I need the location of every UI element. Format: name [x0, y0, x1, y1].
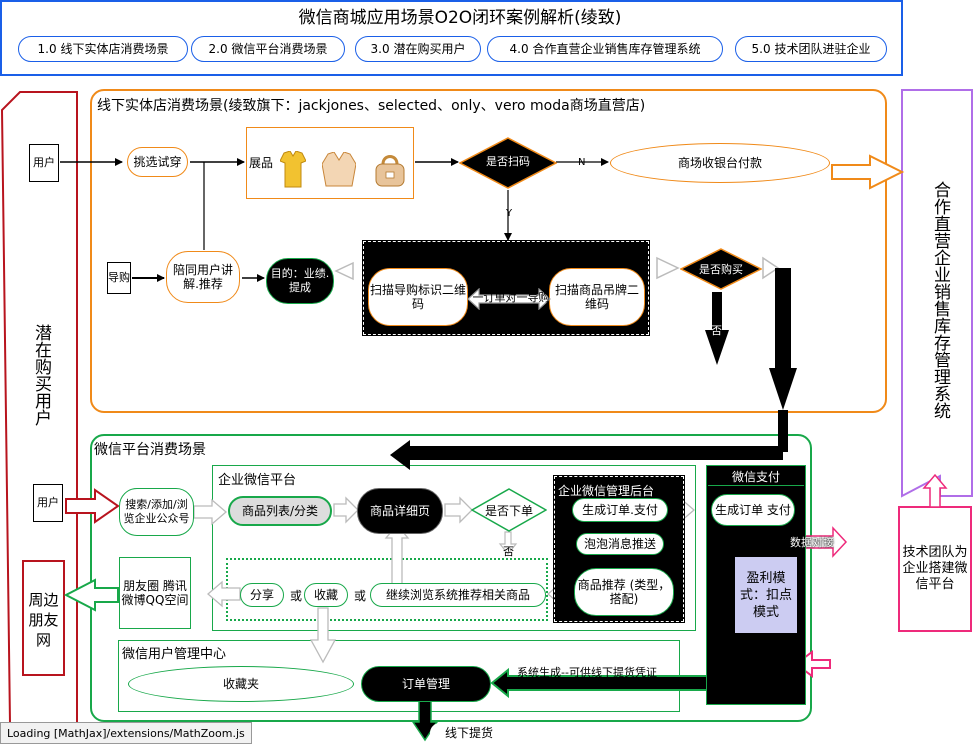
cashier-to-system-arrow [831, 154, 905, 190]
enterprise-platform-panel [212, 465, 696, 631]
tech-team-box [898, 506, 972, 632]
product-list-node[interactable]: 商品列表/分类 [228, 496, 332, 526]
no-label-n: N [578, 157, 586, 168]
tech-team-label: 技术团队为企业搭建微信平台 [902, 545, 968, 592]
scan-guide-node[interactable]: 扫描导购标识二维码 [368, 268, 468, 326]
header-tab-2[interactable]: 2.0 微信平台消费场景 [191, 36, 345, 62]
pickup-node[interactable]: 线下提货 [430, 723, 508, 743]
wechat-user-box[interactable]: 用户 [33, 484, 63, 522]
goal-node: 目的：业绩.提成 [266, 258, 334, 304]
page-title: 微信商城应用场景O2O闭环案例解析(绫致) [298, 8, 622, 28]
buy-no-label: 否 [711, 324, 722, 337]
user-to-search-arrow [65, 488, 120, 524]
favorite-node[interactable]: 收藏 [304, 583, 348, 607]
gen-order-node[interactable]: 生成订单.支付 [572, 498, 668, 522]
browse-node[interactable]: 挑选试穿 [127, 147, 188, 177]
header-tab-5[interactable]: 5.0 技术团队进驻企业 [735, 36, 887, 62]
bag-icon [373, 152, 407, 188]
or-label-2: 或 [354, 589, 367, 603]
offline-user-box[interactable]: 用户 [29, 144, 59, 182]
user-center-title: 微信用户管理中心 [122, 647, 227, 662]
wechat-scene-title: 微信平台消费场景 [94, 442, 206, 458]
offline-scene-panel [90, 89, 887, 413]
product-detail-node[interactable]: 商品详细页 [357, 488, 443, 534]
backend-title: 企业微信管理后台 [558, 484, 655, 498]
display-label: 展品 [249, 156, 274, 170]
scan-tag-node[interactable]: 扫描商品吊牌二维码 [549, 268, 645, 326]
social-node[interactable]: 朋友圈 腾讯微博QQ空间 [119, 557, 191, 629]
or-label-1: 或 [290, 589, 303, 603]
offline-scene-title: 线下实体店消费场景(绫致旗下：jackjones、selected、only、v… [97, 98, 646, 114]
friends-label: 周边朋友网 [28, 591, 59, 649]
header-tab-1[interactable]: 1.0 线下实体店消费场景 [18, 36, 188, 62]
accompany-node[interactable]: 陪同用户讲解.推荐 [166, 251, 240, 303]
scan-question-label: 是否扫码 [486, 155, 530, 168]
vest-icon [322, 152, 356, 188]
buy-question-diamond[interactable] [680, 248, 762, 290]
profit-model-node: 盈利模式：扣点模式 [735, 557, 797, 633]
continue-browse-node[interactable]: 继续浏览系统推荐相关商品 [370, 583, 546, 607]
system-label: 合作直营企业销售库存管理系统 [930, 181, 950, 419]
order-no-label: 否 [503, 545, 514, 558]
status-bar: Loading [MathJax]/extensions/MathZoom.js [0, 722, 252, 744]
voucher-label: 系统生成--可供线下提货凭证 [517, 666, 657, 679]
double-arrow [467, 288, 551, 310]
shirt-icon [280, 151, 306, 189]
share-node[interactable]: 分享 [240, 583, 284, 607]
header-tab-4[interactable]: 4.0 合作直营企业销售库存管理系统 [487, 36, 723, 62]
buy-question-label: 是否购买 [699, 263, 743, 276]
order-question-diamond[interactable] [471, 488, 547, 532]
header-tab-3[interactable]: 3.0 潜在购买用户 [355, 36, 481, 62]
order-mgmt-node[interactable]: 订单管理 [361, 666, 491, 702]
order-question-label: 是否下单 [484, 504, 533, 518]
bubble-push-node[interactable]: 泡泡消息推送 [576, 533, 664, 555]
wechat-scene-panel [90, 434, 812, 722]
scan-question-diamond[interactable] [459, 137, 557, 189]
header-panel [0, 0, 903, 76]
fav-folder-node[interactable]: 收藏夹 [128, 666, 354, 702]
one-order-label: 一订单对一导购 [472, 291, 550, 304]
pay-order-node[interactable]: 生成订单 支付 [711, 494, 795, 526]
recommend-node[interactable]: 商品推荐 (类型，搭配) [574, 568, 674, 616]
cashier-node[interactable]: 商场收银台付款 [610, 143, 830, 183]
tech-team-up-arrow [922, 473, 948, 508]
search-node[interactable]: 搜索/添加/浏览企业公众号 [119, 488, 194, 536]
yes-label-y: Y [506, 208, 513, 219]
data-link-label: 数据对接 [790, 536, 834, 549]
pay-title: 微信支付 [708, 468, 804, 486]
friends-box [22, 560, 65, 676]
potential-user-label: 潜在购买用户 [31, 324, 51, 426]
enterprise-platform-title: 企业微信平台 [218, 473, 297, 488]
guide-box[interactable]: 导购 [107, 262, 131, 294]
